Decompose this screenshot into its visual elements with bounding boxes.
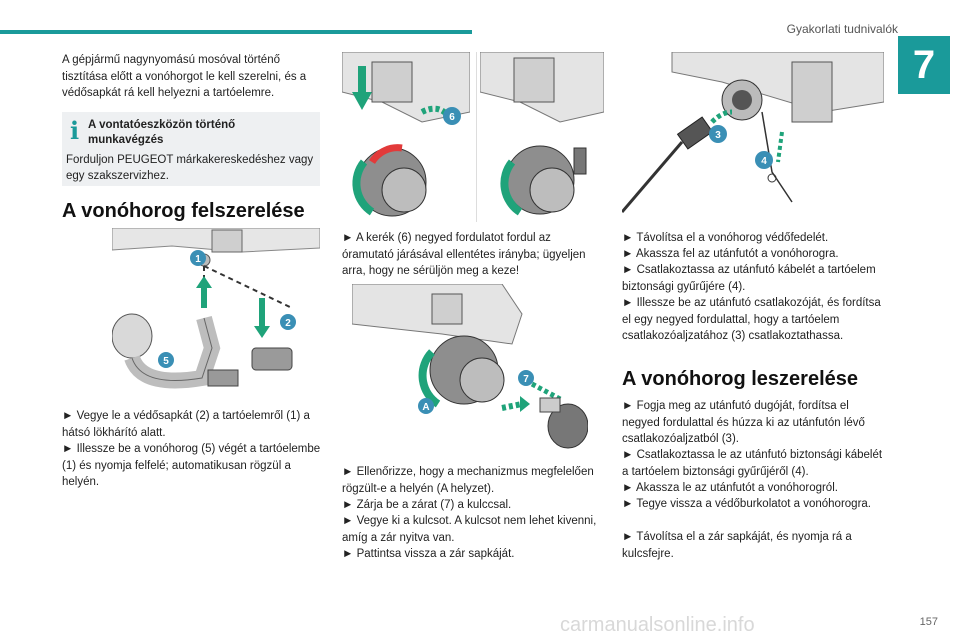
lock-step-1: ► Ellenőrizze, hogy a mechanizmus megfel… [342, 466, 594, 495]
lock-step-3: ► Vegye ki a kulcsot. A kulcsot nem lehe… [342, 515, 597, 544]
info-icon: i [70, 116, 80, 145]
callout-4: 4 [761, 156, 767, 167]
lock-step-4: ► Pattintsa vissza a zár sapkáját. [342, 548, 515, 560]
remove-step-5: ► Távolítsa el a zár sapkáját, és nyomja… [622, 531, 852, 560]
watermark: carmanualsonline.info [560, 614, 755, 636]
chapter-number: 7 [898, 36, 950, 94]
callout-6: 6 [449, 112, 455, 123]
remove-step-4: ► Tegye vissza a védőburkolatot a vonóho… [622, 498, 871, 510]
trailer-step-3: ► Csatlakoztassa az utánfutó kábelét a t… [622, 264, 876, 293]
illustration-wheel-turned [480, 52, 604, 222]
section-title: Gyakorlati tudnivalók [786, 22, 898, 36]
remove-step-1: ► Fogja meg az utánfutó dugóját, fordíts… [622, 400, 865, 445]
callout-3: 3 [715, 130, 721, 141]
wheel-step: ► A kerék (6) negyed fordulatot fordul a… [342, 232, 586, 277]
callout-2: 2 [285, 318, 291, 329]
install-step-2: ► Illessze be a vonóhorog (5) végét a ta… [62, 443, 321, 488]
remove-step-3: ► Akassza le az utánfutót a vonóhorogról… [622, 482, 838, 494]
remove-step-2: ► Csatlakoztassa le az utánfutó biztonsá… [622, 449, 883, 478]
intro-paragraph: A gépjármű nagynyomású mosóval történő t… [62, 54, 307, 99]
info-title: A vontatóeszközön történő munkavégzés [88, 119, 236, 146]
callout-7: 7 [523, 374, 529, 385]
trailer-step-1: ► Távolítsa el a vonóhorog védőfedelét. [622, 232, 829, 244]
image-divider [476, 52, 477, 222]
page-number: 157 [919, 616, 938, 628]
callout-5: 5 [163, 356, 169, 367]
trailer-step-4: ► Illessze be az utánfutó csatlakozóját,… [622, 297, 881, 342]
info-body: Forduljon PEUGEOT márkakereskedéshez vag… [66, 154, 314, 182]
illustration-lock: 7 A [352, 284, 588, 456]
callout-1: 1 [195, 254, 201, 265]
illustration-towbar-install: 1 2 5 [112, 228, 320, 396]
heading-install: A vonóhorog felszerelése [62, 200, 305, 222]
illustration-wheel-6: 6 [342, 52, 470, 222]
info-box: i A vontatóeszközön történő munkavégzés … [62, 112, 320, 186]
illustration-trailer-connect: 3 4 [622, 52, 884, 222]
lock-step-2: ► Zárja be a zárat (7) a kulccsal. [342, 499, 512, 511]
callout-A: A [422, 402, 429, 413]
header-accent-bar [0, 30, 472, 34]
heading-remove: A vonóhorog leszerelése [622, 368, 858, 390]
trailer-step-2: ► Akassza fel az utánfutót a vonóhorogra… [622, 248, 839, 260]
install-step-1: ► Vegye le a védősapkát (2) a tartóelemr… [62, 410, 310, 439]
